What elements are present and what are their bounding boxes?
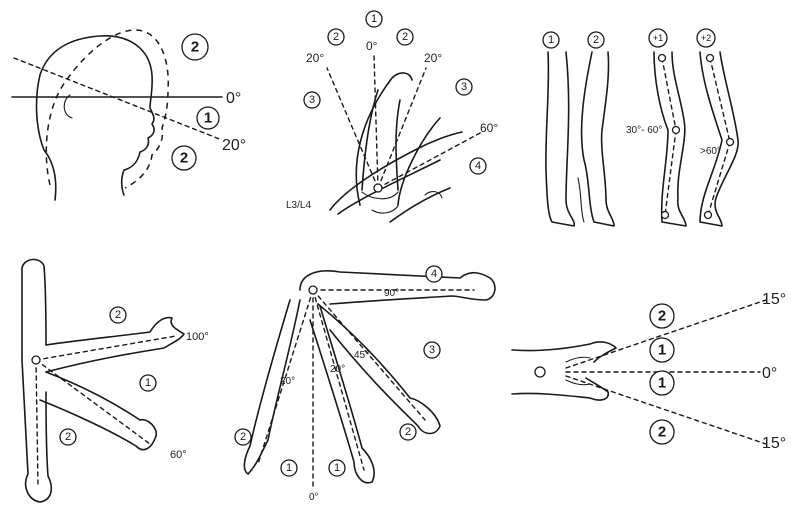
trunk-line-left (327, 68, 378, 188)
upper-arm-outline (22, 259, 46, 360)
arm-axis-down (36, 360, 38, 486)
hand-angle-top: 15° (762, 291, 786, 308)
leg-3-shank-axis (665, 130, 676, 215)
legs-marker-4: +2 (701, 33, 711, 43)
legs-panel: 1 2 +1 +2 30°- 60° >60° (543, 29, 738, 226)
leg-4-axis (710, 58, 730, 142)
arm-hanging-outline (22, 360, 51, 502)
trunk-pivot-joint (374, 184, 382, 192)
shoulder-marker-top: 4 (431, 268, 437, 280)
shoulder-angle-horizontal: 90° (384, 288, 399, 299)
finger-detail (566, 357, 590, 385)
trunk-level-label: L3/L4 (286, 200, 311, 211)
shoulder-angle-right: 20° (330, 364, 345, 375)
shoulder-marker-left-inner: 1 (286, 462, 292, 474)
shoulder-panel: 4 3 2 1 1 2 90° 45° 20° 20° 0° (235, 266, 495, 503)
head-outline (37, 36, 155, 200)
trunk-marker-right-upper: 2 (402, 31, 408, 43)
legs-marker-1: 1 (548, 34, 554, 46)
head-marker-mid: 1 (204, 110, 212, 127)
leg-2-outline (582, 52, 614, 226)
shoulder-marker-right-outer: 2 (405, 426, 411, 438)
arm-marker-upper: 2 (115, 309, 121, 321)
legs-marker-3: +1 (653, 33, 663, 43)
tilt-reference-line (14, 58, 222, 140)
pelvis-outline (362, 192, 442, 213)
trunk-line-low (378, 132, 482, 188)
hand-marker-upper-mid: 1 (658, 342, 666, 359)
trunk-angle-right: 20° (424, 51, 442, 65)
elbow-joint (32, 356, 40, 364)
legs-angle-flex-max: >60° (700, 146, 721, 157)
leg-4-hip-joint (707, 55, 714, 62)
trunk-upright-outline (362, 90, 400, 190)
arm-marker-lower: 2 (65, 431, 71, 443)
head-marker-top: 2 (191, 39, 199, 56)
shoulder-angle-mid: 45° (354, 350, 369, 361)
leg-4-ankle-joint (705, 212, 712, 219)
trunk-marker-left-upper: 2 (333, 31, 339, 43)
head-panel: 2 1 2 0° 20° (12, 30, 246, 200)
leg-3-hip-joint (659, 55, 666, 62)
arm-angle-lower: 60° (170, 449, 187, 461)
shoulder-arm-20-left-outline (244, 300, 300, 474)
hand-marker-lower-mid: 1 (658, 375, 666, 392)
hand-marker-bottom: 2 (658, 424, 666, 441)
hand-outline (512, 342, 616, 400)
ear-outline (64, 95, 72, 118)
trunk-panel: 1 2 2 3 3 4 0° 20° 20° 60° L3/L4 (286, 11, 498, 222)
forearm-angled-outline (40, 372, 156, 450)
arm-marker-mid: 1 (145, 377, 151, 389)
arm-angle-upper: 100° (186, 331, 209, 343)
leg-3-outline (654, 52, 686, 226)
trunk-marker-center: 1 (371, 13, 377, 25)
shoulder-axis-20-right (313, 290, 364, 470)
hand-panel: 2 1 1 2 15° 0° 15° (512, 291, 786, 452)
shoulder-marker-right: 3 (429, 344, 435, 356)
head-angle-horizontal: 0° (226, 90, 241, 107)
wrist-joint (535, 367, 545, 377)
hand-angle-bottom: 15° (762, 435, 786, 452)
arm-axis-angled (36, 360, 150, 444)
hand-marker-top: 2 (658, 308, 666, 325)
trunk-angle-center: 0° (366, 39, 378, 53)
arm-panel: 2 1 2 100° 60° (22, 259, 209, 502)
leg-2-back-outline (578, 178, 584, 222)
head-marker-bottom: 2 (180, 150, 188, 167)
arm-axis-horizontal (36, 336, 176, 360)
shoulder-joint (309, 286, 317, 294)
trunk-angle-left: 20° (306, 51, 324, 65)
forearm-horizontal-outline (46, 318, 184, 372)
legs-marker-2: 2 (593, 34, 599, 46)
head-angle-tilt: 20° (222, 137, 246, 154)
shoulder-marker-left-outer: 2 (240, 431, 246, 443)
leg-3-knee-joint (673, 127, 680, 134)
shoulder-marker-right-inner: 1 (334, 462, 340, 474)
trunk-marker-low: 4 (475, 160, 481, 172)
hand-angle-center: 0° (762, 365, 777, 382)
legs-angle-flex: 30°- 60° (626, 125, 662, 136)
trunk-line-center (374, 55, 378, 188)
trunk-angle-low: 60° (480, 121, 498, 135)
trunk-marker-left-side: 3 (309, 94, 315, 106)
shoulder-angle-left: 20° (280, 376, 295, 387)
leg-4-knee-joint (727, 139, 734, 146)
shoulder-angle-down: 0° (309, 492, 319, 503)
leg-1-outline (546, 52, 574, 226)
leg-3-ankle-joint (662, 212, 669, 219)
trunk-marker-right-side: 3 (461, 81, 467, 93)
